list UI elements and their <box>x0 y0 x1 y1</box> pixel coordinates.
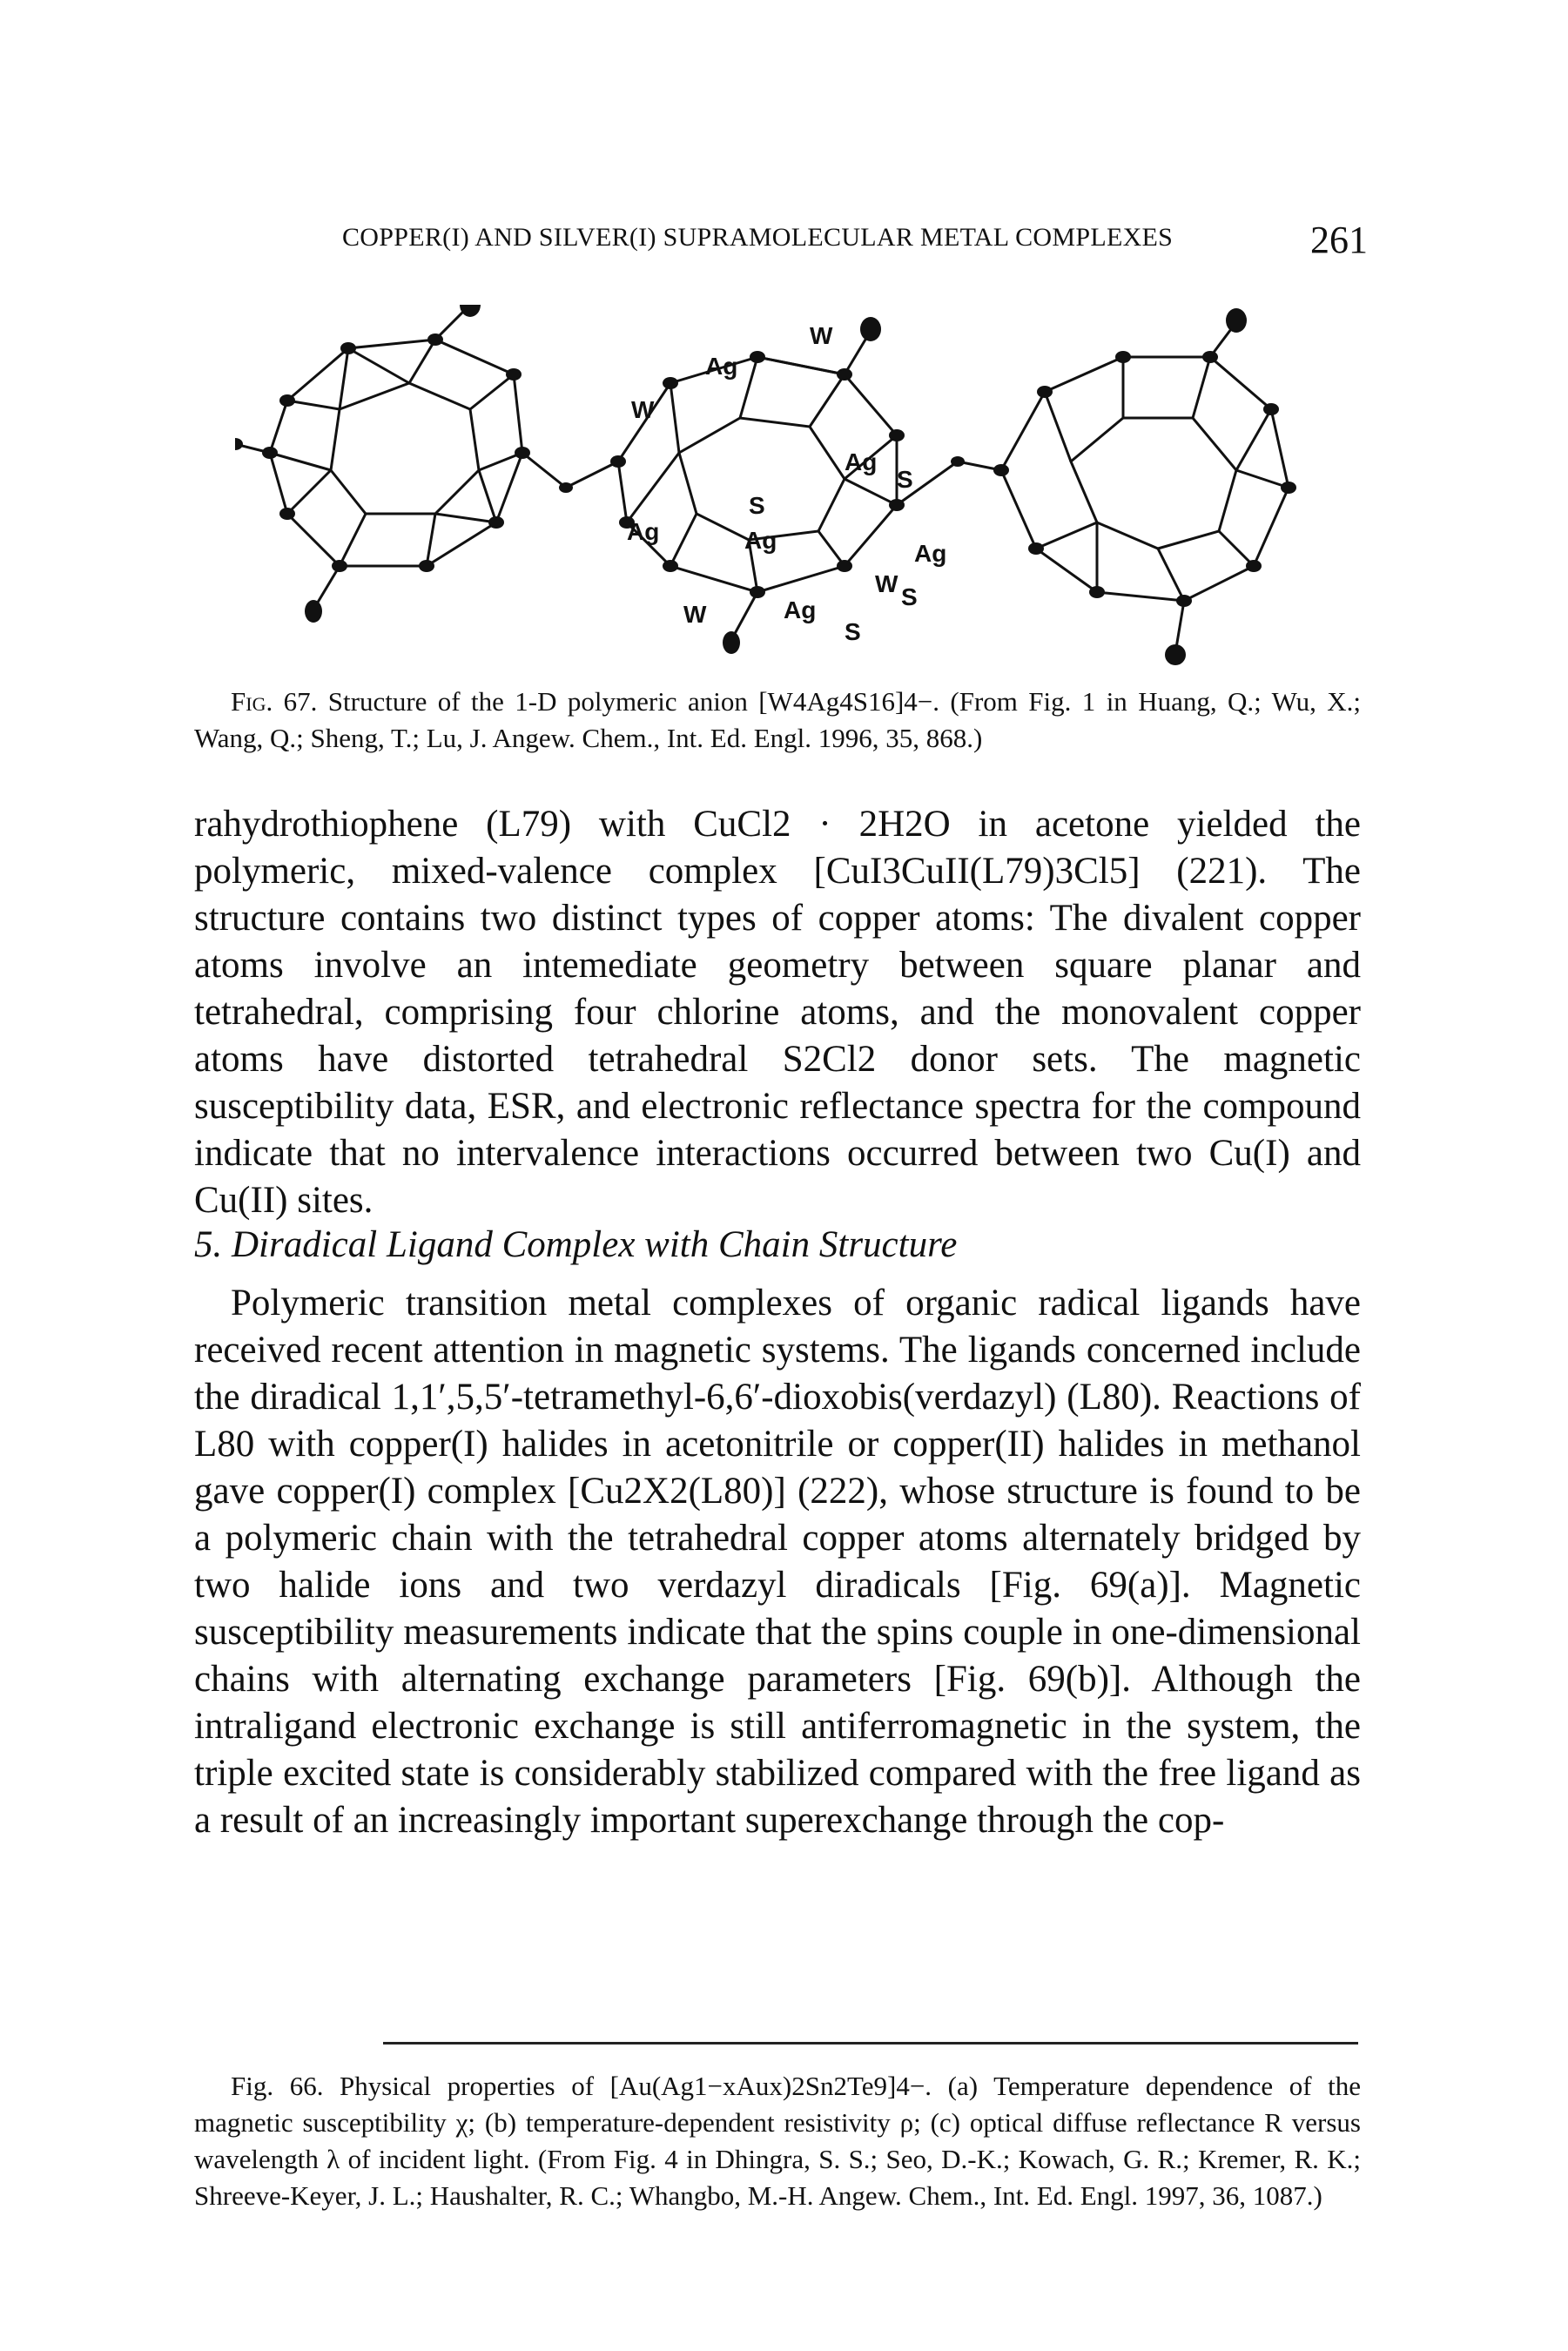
atom-label: S <box>845 618 861 645</box>
atom-label: W <box>631 396 655 423</box>
atom-label: W <box>683 601 707 628</box>
footnote-divider <box>383 2042 1358 2044</box>
atom-label: Ag <box>845 448 877 475</box>
body-text-block-1: rahydrothiophene (L79) with CuCl2 · 2H2O… <box>194 801 1361 1224</box>
body-text-block-2: Polymeric transition metal complexes of … <box>194 1280 1361 1844</box>
atom-label: Ag <box>784 596 816 623</box>
atom-label: S <box>897 466 913 493</box>
figure-67-caption-text: Structure of the 1-D polymeric anion [W4… <box>194 686 1361 753</box>
atom-label: Ag <box>627 518 659 545</box>
paragraph-1: rahydrothiophene (L79) with CuCl2 · 2H2O… <box>194 804 1361 1221</box>
atom-label: S <box>901 583 918 610</box>
atom-label: S <box>749 492 765 519</box>
page-number: 261 <box>1310 219 1368 261</box>
section-heading: 5. Diradical Ligand Complex with Chain S… <box>194 1224 958 1265</box>
atom-label: W <box>810 322 833 349</box>
atom-label: Ag <box>914 540 946 567</box>
figure-66-caption: Fig. 66. Physical properties of [Au(Ag1−… <box>194 2071 1361 2211</box>
figure-67-structure: W Ag W Ag S Ag S Ag Ag W S W Ag S <box>227 293 1332 670</box>
running-head: COPPER(I) AND SILVER(I) SUPRAMOLECULAR M… <box>342 223 1174 252</box>
atom-label: Ag <box>744 527 777 554</box>
polymeric-anion-structure-drawing: W Ag W Ag S Ag S Ag Ag W S W Ag S <box>227 293 1296 665</box>
paragraph-2: Polymeric transition metal complexes of … <box>194 1283 1361 1841</box>
figure-67-caption: Fig. 67. Structure of the 1-D polymeric … <box>194 684 1361 757</box>
atom-label: Ag <box>705 353 737 380</box>
atom-label: W <box>875 570 898 597</box>
figure-67-caption-label: Fig. 67. <box>231 686 318 717</box>
page-header: COPPER(I) AND SILVER(I) SUPRAMOLECULAR M… <box>342 218 1368 270</box>
